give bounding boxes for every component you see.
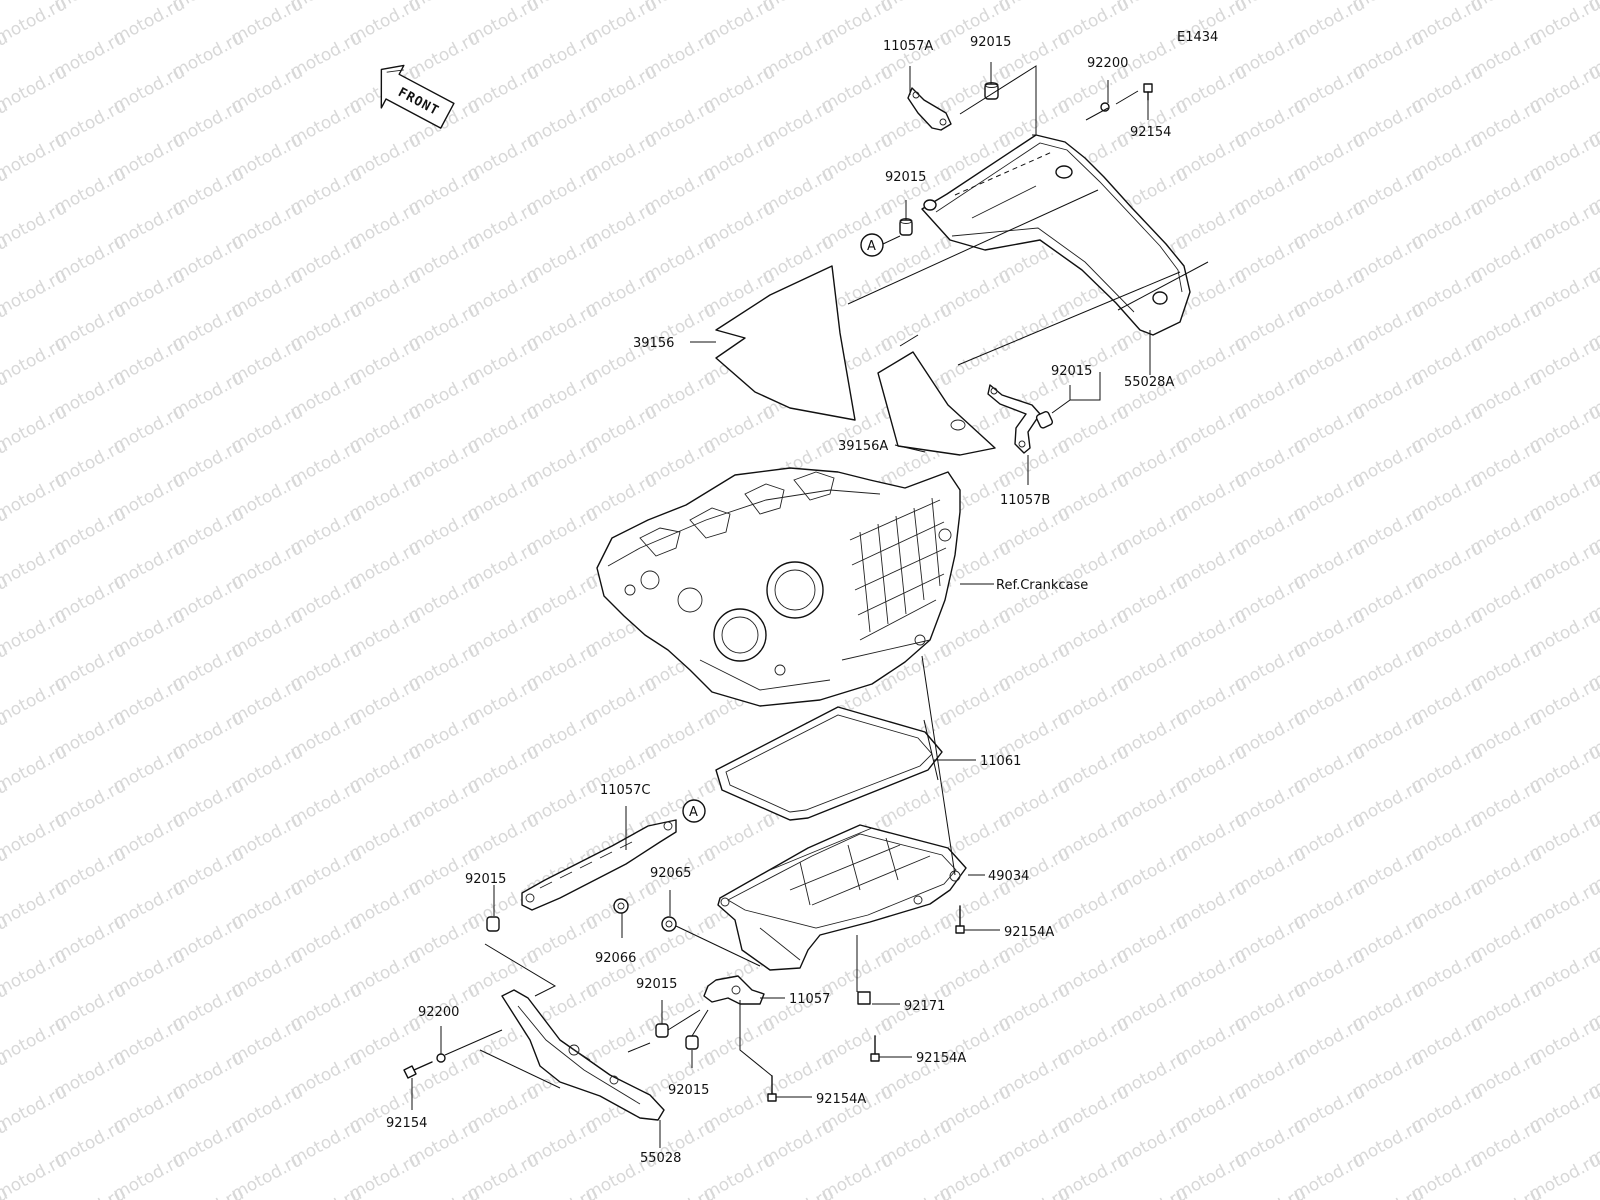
bolt-92154a-3	[767, 1075, 777, 1102]
label-11057b: 11057B	[1000, 493, 1050, 508]
guard-55028	[501, 989, 665, 1121]
watermark-text: motod.ru	[641, 1184, 719, 1200]
label-11057c: 11057C	[600, 783, 650, 798]
watermark-text: motod.ru	[0, 606, 70, 660]
watermark-text: motod.ru	[405, 1184, 483, 1200]
watermark-text: motod.ru	[0, 402, 70, 456]
watermark-text: motod.ru	[1467, 1184, 1545, 1200]
diagram-code: E1434	[1177, 30, 1218, 45]
label-92015-low2: 92015	[668, 1083, 709, 1098]
watermark-text: motod.ru	[0, 0, 70, 48]
bolt-92066	[613, 898, 629, 914]
watermark-text: motod.ru	[523, 1184, 601, 1200]
watermark-text: motod.ru	[995, 1184, 1073, 1200]
label-92200-bottom: 92200	[418, 1005, 459, 1020]
washer-92065	[661, 916, 677, 932]
label-92154a-2: 92154A	[916, 1051, 966, 1066]
label-11057a: 11057A	[883, 39, 933, 54]
watermark-text: motod.ru	[0, 946, 70, 1000]
bracket-11057b	[987, 384, 1041, 454]
svg-text:A: A	[689, 805, 698, 820]
leader-lines-bottom	[411, 655, 1000, 1148]
watermark-text: motod.ru	[0, 878, 70, 932]
svg-text:A: A	[867, 239, 876, 254]
washer-92200-bottom	[436, 1053, 446, 1063]
watermark-text: motod.ru	[0, 266, 70, 320]
watermark-text: motod.ru	[877, 1184, 955, 1200]
bolt-92154-bottom	[403, 1061, 433, 1079]
label-ref-crankcase: Ref.Crankcase	[996, 578, 1088, 593]
oil-pan	[717, 824, 967, 971]
label-39156a: 39156A	[838, 439, 888, 454]
label-92154-top: 92154	[1130, 125, 1171, 140]
label-92015-left: 92015	[885, 170, 926, 185]
bracket-11057a	[907, 87, 952, 131]
watermark-text: motod.ru	[0, 810, 70, 864]
label-92154-bottom: 92154	[386, 1116, 427, 1131]
leader-lines-top	[690, 62, 1209, 485]
part-labels: 11057A 92015 92200 92154 92015 39156 550…	[386, 35, 1174, 1166]
watermark-text: motod.ru	[759, 1184, 837, 1200]
watermark-text: motod.ru	[0, 470, 70, 524]
watermark-text: motod.ru	[169, 1184, 247, 1200]
watermark-text: motod.ru	[0, 742, 70, 796]
label-92200-top: 92200	[1087, 56, 1128, 71]
label-11057: 11057	[789, 992, 830, 1007]
watermark-text: motod.ru	[51, 1184, 129, 1200]
guard-55028a	[921, 134, 1191, 336]
watermark-text: motod.ru	[0, 1150, 70, 1200]
label-92154a-3: 92154A	[816, 1092, 866, 1107]
plug-92171	[857, 991, 871, 1005]
label-92065: 92065	[650, 866, 691, 881]
bracket-11057c	[521, 819, 677, 911]
label-92015-mid: 92015	[465, 872, 506, 887]
bolt-92154a-2	[870, 1035, 880, 1062]
watermark-text: motod.ru	[0, 62, 70, 116]
label-92015-low1: 92015	[636, 977, 677, 992]
label-92015-top: 92015	[970, 35, 1011, 50]
label-92171: 92171	[904, 999, 945, 1014]
watermark-text: motod.ru	[0, 334, 70, 388]
watermark-text: motod.ru	[0, 1014, 70, 1068]
watermark-text: motod.ru	[1113, 1184, 1191, 1200]
watermark-text: motod.ru	[0, 0, 11, 14]
watermark-text: motod.ru	[0, 538, 70, 592]
label-55028a: 55028A	[1124, 375, 1174, 390]
watermark-text: motod.ru	[0, 1184, 11, 1200]
label-11061: 11061	[980, 754, 1021, 769]
bolt-92154a-1	[955, 905, 965, 934]
insulator-39156	[715, 265, 856, 421]
watermark-text: motod.ru	[287, 1184, 365, 1200]
reference-marker-a-top: A	[860, 233, 884, 257]
label-49034: 49034	[988, 869, 1029, 884]
watermark-text: motod.ru	[1231, 1184, 1309, 1200]
label-92154a-1: 92154A	[1004, 925, 1054, 940]
watermark-text: motod.ru	[0, 130, 70, 184]
watermark-text: motod.ru	[0, 674, 70, 728]
watermark-text: motod.ru	[1585, 1184, 1600, 1200]
crankcase	[596, 467, 961, 707]
watermark-text: motod.ru	[0, 198, 70, 252]
bracket-11057	[703, 975, 765, 1005]
label-55028: 55028	[640, 1151, 681, 1166]
bolt-92154-top	[1143, 83, 1153, 101]
collar-92015-right	[1035, 410, 1054, 429]
collar-92015-mid	[486, 916, 500, 932]
watermark-text: motod.ru	[0, 1082, 70, 1136]
collar-92015-left	[899, 218, 913, 236]
collar-92015-low1	[655, 1023, 669, 1038]
label-92066: 92066	[595, 951, 636, 966]
collar-92015-low2	[685, 1035, 699, 1050]
label-92015-right: 92015	[1051, 364, 1092, 379]
gasket-11061	[715, 706, 943, 821]
reference-marker-a-bottom: A	[682, 799, 706, 823]
label-39156: 39156	[633, 336, 674, 351]
watermark-text: motod.ru	[1349, 1184, 1427, 1200]
